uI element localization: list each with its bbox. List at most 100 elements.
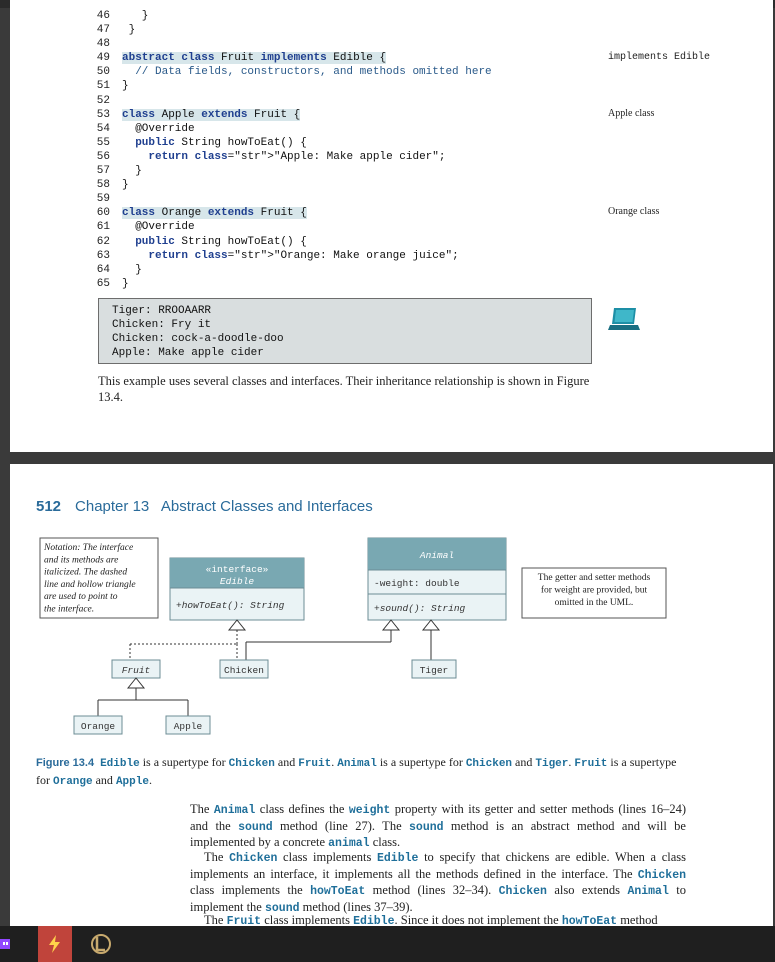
animal-method: +sound(): String: [374, 603, 466, 614]
line-number: 54: [96, 122, 110, 135]
line-number: 62: [96, 235, 110, 248]
output-line: Chicken: cock-a-doodle-doo: [112, 333, 284, 345]
paragraph-intro: This example uses several classes and in…: [98, 374, 590, 404]
svg-text:Apple: Apple: [174, 721, 203, 732]
page-512: 512 Chapter 13 Abstract Classes and Inter…: [10, 464, 773, 926]
program-output-box: Tiger: RROOAARR Chicken: Fry it Chicken: c…: [98, 298, 592, 364]
line-number: 48: [96, 38, 110, 51]
edible-method: +howToEat(): String: [176, 600, 285, 611]
code-line: 63 return class="str">"Orange: Make oran…: [74, 249, 492, 263]
line-number: 58: [96, 179, 110, 192]
svg-text:Fruit: Fruit: [122, 665, 151, 676]
code-line: 65}: [74, 277, 492, 291]
note-line: the interface.: [44, 604, 94, 615]
figure-label: Figure 13.4: [36, 757, 95, 769]
code-term: Edible: [100, 758, 140, 770]
edible-name: Edible: [220, 576, 255, 587]
text-run: The: [204, 850, 230, 864]
line-number: 52: [96, 94, 110, 107]
text-run: is a supertype for: [376, 755, 466, 769]
text-run: and: [274, 755, 299, 769]
note-line: Notation: The interface: [43, 542, 133, 553]
text-run: .: [148, 773, 152, 787]
output-line: Chicken: Fry it: [112, 319, 212, 331]
note-line: and its methods are: [44, 555, 118, 565]
text-run: class.: [369, 835, 401, 849]
lightning-icon[interactable]: [38, 926, 72, 962]
code-line: 52: [74, 94, 492, 108]
text-run: class implements: [277, 850, 377, 864]
code-term: Apple: [115, 776, 149, 788]
code-term: howToEat: [310, 885, 366, 898]
line-number: 64: [96, 263, 110, 276]
text-run: . Since it does not implement the: [394, 913, 562, 926]
apple-class-box: Apple: [165, 715, 211, 735]
figure-caption: Figure 13.4 Edible is a supertype for Chi…: [36, 754, 686, 790]
text-run: class defines the: [255, 802, 349, 816]
code-term: Edible: [353, 915, 395, 926]
chapter-title: Chapter 13 Abstract Classes and Interfac…: [75, 498, 373, 515]
line-number: 46: [96, 10, 110, 22]
code-term: Edible: [377, 852, 419, 865]
output-line: Tiger: RROOAARR: [112, 305, 212, 317]
text-run: method: [617, 913, 658, 926]
note-line: line and hollow triangle: [44, 580, 136, 590]
code-line: 59: [74, 192, 492, 206]
twitch-icon[interactable]: [0, 926, 12, 962]
laptop-icon: [608, 308, 640, 330]
orange-class-box: Orange: [73, 715, 123, 735]
code-term: Chicken: [465, 758, 513, 770]
code-term: Animal: [213, 804, 256, 817]
animal-name: Animal: [419, 550, 454, 561]
code-line: 58}: [74, 178, 492, 192]
code-term: Chicken: [229, 852, 278, 865]
code-line: 56 return class="str">"Apple: Make apple…: [74, 150, 492, 164]
edible-triangle: [227, 619, 247, 631]
code-term: sound: [409, 820, 444, 834]
text-run: and: [512, 755, 536, 769]
fruit-triangle: [126, 677, 146, 689]
code-term: Fruit: [298, 758, 332, 770]
animal-triangle-1: [381, 619, 401, 631]
animal-class-box: Animal -weight: double +sound(): String: [367, 537, 507, 621]
line-number: 50: [96, 66, 110, 79]
output-line: Apple: Make apple cider: [112, 347, 264, 359]
note-line: are used to point to: [44, 592, 118, 602]
svg-text:Tiger: Tiger: [420, 665, 449, 676]
text-run: to implement the: [190, 883, 686, 914]
text-run: .: [568, 755, 575, 769]
animal-field: -weight: double: [374, 578, 460, 589]
code-line: 54 @Override: [74, 122, 492, 136]
code-term: weight: [348, 804, 391, 817]
text-run: and: [92, 773, 116, 787]
code-line: 55 public String howToEat() {: [74, 136, 492, 150]
line-number: 65: [96, 277, 110, 290]
text-run: method (line 27). The: [272, 818, 410, 833]
code-line: 62 public String howToEat() {: [74, 235, 492, 249]
animal-triangle-2: [421, 619, 441, 631]
svg-text:Orange: Orange: [81, 721, 116, 732]
page-number: 512: [36, 498, 62, 515]
tiger-class-box: Tiger: [411, 659, 457, 679]
text-run: property with its getter and setter meth…: [190, 802, 686, 833]
code-term: Fruit: [574, 758, 608, 770]
text-run: class implements: [261, 913, 354, 926]
code-line: 46 }: [74, 9, 492, 23]
league-icon[interactable]: [84, 926, 118, 962]
code-term: Chicken: [498, 885, 547, 898]
note-line: omitted in the UML.: [555, 598, 634, 608]
code-term: sound: [238, 820, 273, 834]
margin-note-apple: Apple class: [608, 108, 655, 119]
line-number: 60: [96, 207, 110, 220]
taskbar: [0, 926, 775, 962]
code-term: sound: [264, 901, 300, 915]
code-term: Fruit: [226, 915, 262, 926]
code-line: 48: [74, 37, 492, 51]
note-line: for weight are provided, but: [541, 585, 648, 596]
